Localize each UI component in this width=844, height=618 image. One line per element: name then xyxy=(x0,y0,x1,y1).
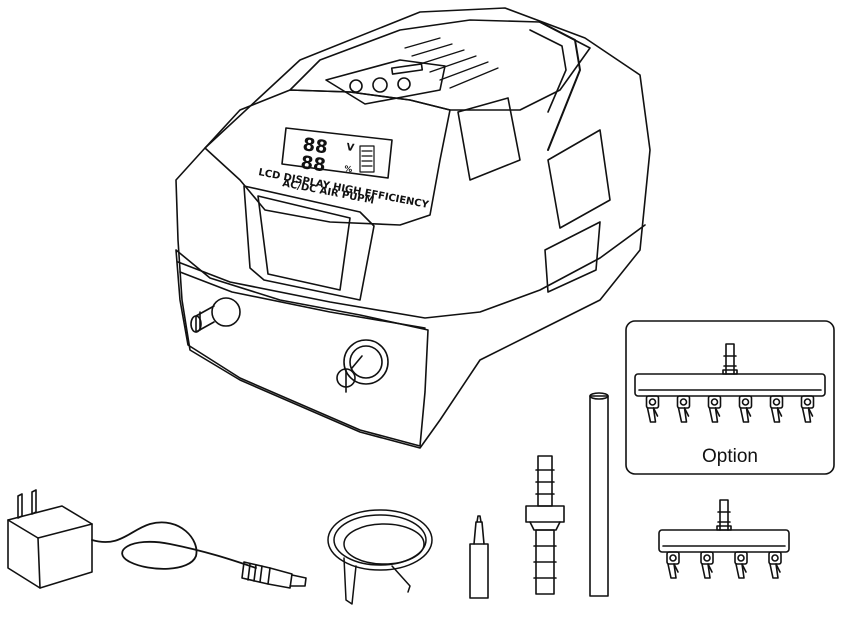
lcd-voltage-unit: V xyxy=(346,142,355,154)
dc-plug xyxy=(241,561,307,589)
option-label: Option xyxy=(702,446,758,467)
adjustment-knob[interactable] xyxy=(336,339,389,393)
adapter-prongs xyxy=(17,489,37,519)
top-vents xyxy=(404,37,499,89)
lcd-bezel xyxy=(281,127,393,179)
pump-seam-inner xyxy=(179,271,426,329)
lcd-battery-bars xyxy=(359,145,375,173)
pump-base xyxy=(175,249,429,447)
panel-logo xyxy=(390,63,424,75)
manifold-inlet xyxy=(716,499,732,531)
side-panel-lower xyxy=(547,129,611,229)
pump-handle xyxy=(539,21,581,151)
manifold-bar xyxy=(658,529,790,553)
lcd-display: 88 V 88 % xyxy=(281,127,393,179)
mode-button[interactable] xyxy=(349,79,363,93)
pump-body-outline xyxy=(175,7,651,449)
manifold-valve[interactable] xyxy=(800,395,815,423)
pump-seam xyxy=(177,224,646,319)
lcd-voltage-digits: 88 xyxy=(301,134,329,158)
top-control-panel xyxy=(325,59,446,105)
pump-top-lid xyxy=(289,19,591,111)
side-panel-upper xyxy=(457,97,521,181)
manifold-valve[interactable] xyxy=(707,395,722,423)
adapter-cable xyxy=(91,521,257,570)
manifold-valve[interactable] xyxy=(676,395,691,423)
lcd-percent-digits: 88 xyxy=(299,152,327,176)
adapter-body xyxy=(7,505,93,589)
rigid-tube xyxy=(589,392,609,597)
lcd-percent-unit: % xyxy=(344,164,353,174)
side-bottom-panel xyxy=(544,221,601,293)
air-outlet-nozzle xyxy=(190,297,241,333)
set-button[interactable] xyxy=(397,77,411,91)
air-pump: 88 V 88 % LCD DISPLAY HIGH EFFICIENCY AC… xyxy=(175,7,651,449)
option-box-frame xyxy=(625,320,835,475)
air-stone xyxy=(469,515,489,599)
front-inset-panel xyxy=(243,185,375,301)
six-outlet-manifold xyxy=(634,343,826,423)
manifold-valve[interactable] xyxy=(645,395,660,423)
pump-handle-inner xyxy=(529,29,567,113)
manifold-valve[interactable] xyxy=(768,551,782,579)
silicone-tubing xyxy=(327,509,433,605)
option-box: Option xyxy=(625,320,835,475)
power-button[interactable] xyxy=(372,77,388,93)
manifold-valve[interactable] xyxy=(769,395,784,423)
power-adapter xyxy=(7,489,307,589)
manifold-inlet xyxy=(722,343,738,375)
manifold-valve[interactable] xyxy=(738,395,753,423)
manifold-valve[interactable] xyxy=(666,551,680,579)
hose-connector xyxy=(525,455,565,595)
four-outlet-manifold xyxy=(658,499,790,579)
manifold-valve[interactable] xyxy=(734,551,748,579)
manifold-bar xyxy=(634,373,826,397)
manifold-valve[interactable] xyxy=(700,551,714,579)
